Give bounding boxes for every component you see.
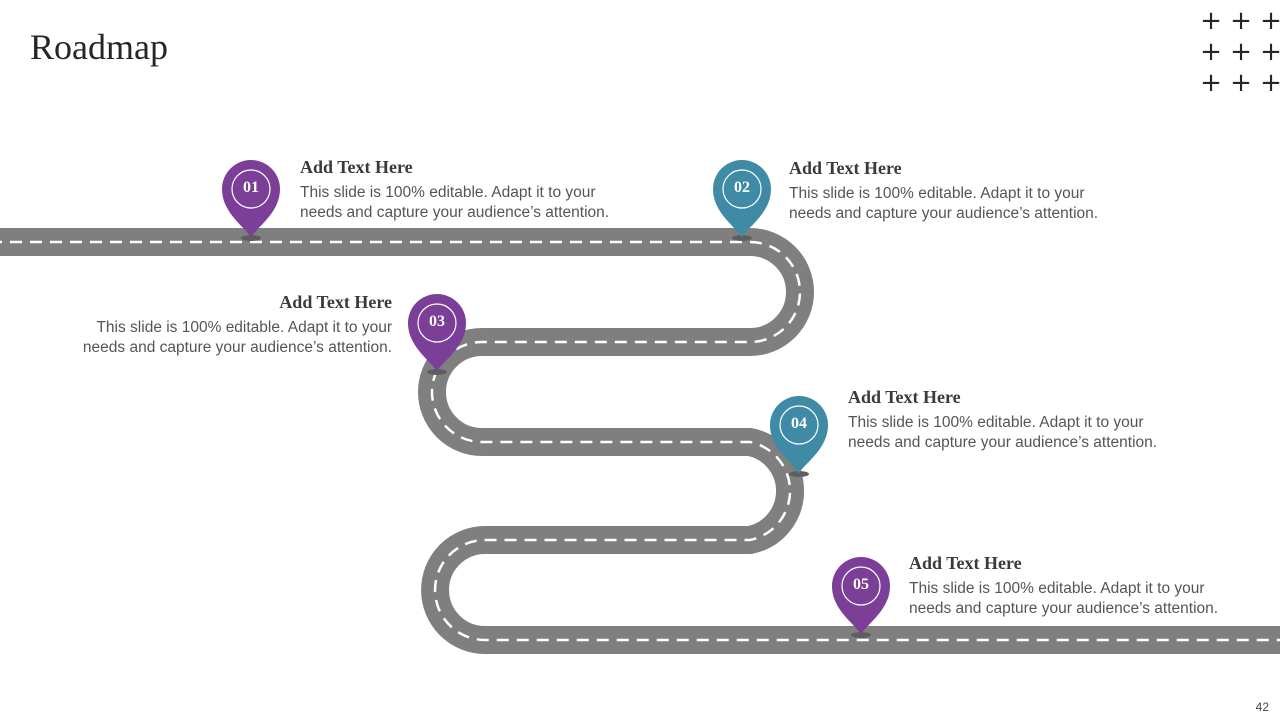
milestone-number: 03 bbox=[429, 313, 445, 330]
milestone-heading: Add Text Here bbox=[848, 387, 961, 407]
milestone-number: 02 bbox=[734, 179, 750, 196]
milestone-heading: Add Text Here bbox=[300, 157, 413, 177]
milestone-body: This slide is 100% editable. Adapt it to… bbox=[789, 185, 1099, 222]
milestone-body: This slide is 100% editable. Adapt it to… bbox=[82, 319, 392, 356]
milestone-pin-01: 01 bbox=[220, 158, 282, 242]
map-pin-icon bbox=[408, 293, 466, 372]
plus-icon: + bbox=[1230, 6, 1252, 36]
plus-icon: + bbox=[1260, 6, 1280, 36]
milestone-pin-03: 03 bbox=[406, 292, 468, 376]
milestone-heading: Add Text Here bbox=[279, 292, 392, 312]
milestone-text-03: Add Text Here This slide is 100% editabl… bbox=[62, 292, 392, 358]
milestone-body: This slide is 100% editable. Adapt it to… bbox=[300, 184, 610, 221]
milestone-text-05: Add Text Here This slide is 100% editabl… bbox=[909, 553, 1239, 619]
milestone-pin-02: 02 bbox=[711, 158, 773, 242]
milestone-number: 05 bbox=[853, 576, 869, 593]
milestone-number: 01 bbox=[243, 179, 259, 196]
milestone-pin-05: 05 bbox=[830, 555, 892, 639]
milestone-text-02: Add Text Here This slide is 100% editabl… bbox=[789, 158, 1119, 224]
page-number: 42 bbox=[1255, 700, 1269, 714]
plus-icon: + bbox=[1230, 68, 1252, 98]
plus-icon: + bbox=[1200, 37, 1222, 67]
plus-icon: + bbox=[1230, 37, 1252, 67]
map-pin-icon bbox=[222, 159, 280, 238]
milestone-body: This slide is 100% editable. Adapt it to… bbox=[848, 414, 1158, 451]
milestone-text-04: Add Text Here This slide is 100% editabl… bbox=[848, 387, 1178, 453]
milestone-text-01: Add Text Here This slide is 100% editabl… bbox=[300, 157, 630, 223]
milestone-body: This slide is 100% editable. Adapt it to… bbox=[909, 580, 1219, 617]
milestone-number: 04 bbox=[791, 415, 807, 432]
plus-icon: + bbox=[1260, 37, 1280, 67]
milestone-heading: Add Text Here bbox=[909, 553, 1022, 573]
map-pin-icon bbox=[713, 159, 771, 238]
milestone-pin-04: 04 bbox=[768, 394, 830, 478]
plus-icon: + bbox=[1200, 68, 1222, 98]
map-pin-icon bbox=[770, 395, 828, 474]
slide-title: Roadmap bbox=[30, 27, 168, 67]
road-lane-marking bbox=[0, 240, 1280, 642]
milestone-heading: Add Text Here bbox=[789, 158, 902, 178]
map-pin-icon bbox=[832, 556, 890, 635]
plus-pattern-decoration: + + + + + + + + + bbox=[1196, 6, 1280, 99]
plus-icon: + bbox=[1200, 6, 1222, 36]
plus-icon: + bbox=[1260, 68, 1280, 98]
